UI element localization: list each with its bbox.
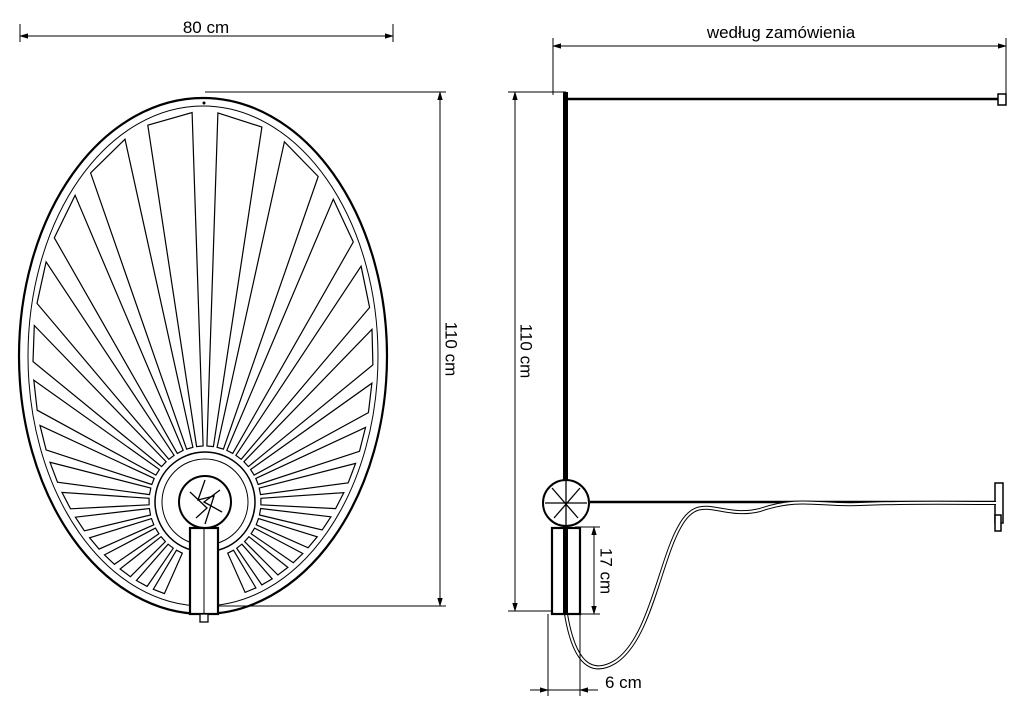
shade-rays — [32, 111, 374, 595]
shade-ray — [49, 461, 152, 496]
shade-ray — [39, 424, 155, 486]
shade-ray — [243, 535, 289, 576]
shade-ray — [60, 491, 150, 510]
shade-ray — [74, 507, 152, 532]
front-height-dimension — [205, 91, 446, 607]
length-label: według zamówienia — [706, 23, 856, 42]
socket-height-dimension — [575, 526, 600, 615]
power-cable — [564, 500, 997, 670]
front-view: 80 cm 110 cm — [17, 18, 461, 623]
shade-ray — [235, 264, 371, 461]
bottom-wall-plate-cap — [994, 514, 1002, 532]
shade-ray — [226, 197, 354, 455]
shade-ray — [147, 111, 204, 448]
shade-ray — [206, 112, 263, 448]
shade-ray — [255, 426, 367, 486]
shade-ray — [88, 517, 155, 550]
shade-ray — [249, 381, 373, 476]
side-bulb-filament-icon — [545, 481, 587, 525]
shade-ray — [33, 378, 161, 476]
shade-ray — [53, 193, 184, 455]
shade-ray — [260, 492, 345, 510]
top-wall-bracket — [997, 93, 1007, 106]
shade-ray — [243, 327, 374, 468]
shade-ray — [216, 140, 319, 450]
side-height-label: 110 cm — [517, 324, 536, 379]
shade-ray — [258, 507, 332, 531]
shade-ray — [32, 324, 167, 468]
shade-ray — [258, 462, 357, 496]
width-label: 80 cm — [183, 18, 229, 37]
shade-ray — [135, 543, 175, 588]
shade-ray — [36, 260, 175, 461]
shade-ray — [152, 549, 184, 595]
bulb-filament-icon — [189, 479, 223, 525]
shade-ray — [235, 543, 274, 586]
side-view: według zamówienia 110 cm — [508, 23, 1007, 696]
shade-ray — [89, 138, 194, 450]
socket-height-label: 17 cm — [597, 548, 616, 594]
width-dimension — [19, 24, 394, 42]
shade-edge-profile — [563, 92, 568, 612]
depth-label: 6 cm — [605, 673, 642, 692]
depth-dimension — [530, 614, 598, 696]
shade-ray — [255, 517, 319, 549]
cable-stub — [199, 613, 209, 623]
top-mount-point — [202, 101, 206, 105]
length-dimension — [552, 38, 1007, 95]
front-height-label: 110 cm — [442, 322, 461, 377]
side-socket-core — [563, 528, 568, 614]
shade-ray — [119, 535, 167, 578]
shade-ray — [226, 549, 257, 594]
shade-ray — [103, 527, 160, 566]
shade-ray — [250, 527, 304, 564]
